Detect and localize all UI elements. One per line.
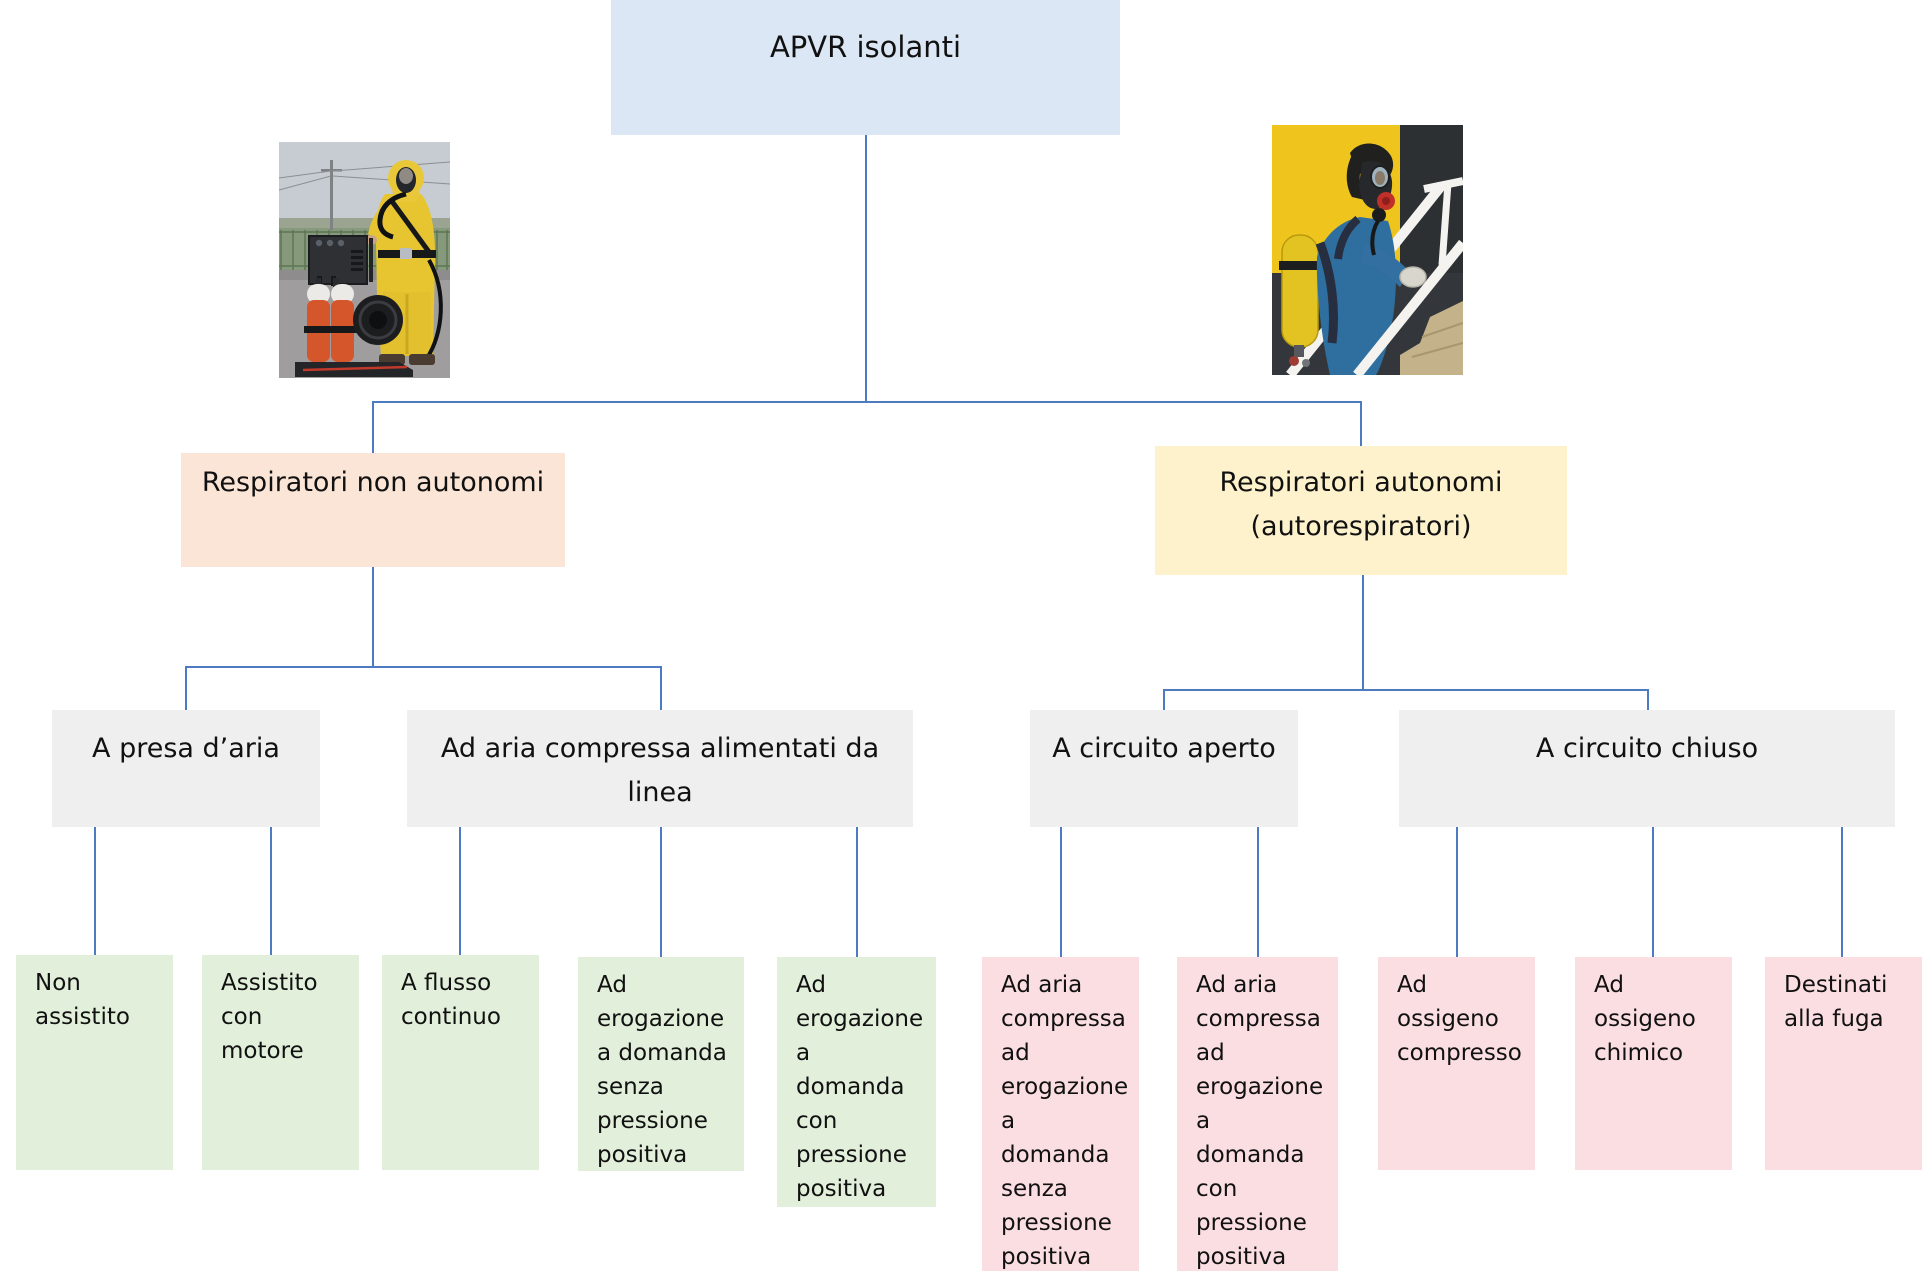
connector-leaf-4 bbox=[660, 827, 662, 957]
leaf-aria-compressa-domanda-con-pressione: Ad aria compressa ad erogazione a domand… bbox=[1177, 957, 1338, 1271]
connector-to-branch-right bbox=[1360, 401, 1362, 446]
connector-branch-right-down bbox=[1362, 575, 1364, 689]
leaf-erogazione-domanda-senza-pressione: Ad erogazione a domanda senza pressione … bbox=[578, 957, 744, 1171]
scba-worker-figure bbox=[1279, 143, 1427, 375]
root-node-apvr-isolanti: APVR isolanti bbox=[611, 0, 1120, 135]
worker-scba-climbing-stairs-photo bbox=[1272, 125, 1467, 379]
connector-root-down bbox=[865, 135, 867, 401]
connector-to-aperto bbox=[1163, 689, 1165, 710]
leaf-non-assistito: Non assistito bbox=[16, 955, 173, 1170]
airline-respirator-illustration bbox=[278, 142, 451, 378]
leaf-ossigeno-compresso: Ad ossigeno compresso bbox=[1378, 957, 1535, 1170]
connector-branch-left-down bbox=[372, 567, 374, 666]
hazmat-worker-figure bbox=[365, 160, 443, 365]
leaf-ossigeno-chimico: Ad ossigeno chimico bbox=[1575, 957, 1732, 1170]
branch-respiratori-autonomi: Respiratori autonomi (autorespiratori) bbox=[1155, 446, 1567, 575]
work-glove bbox=[1399, 266, 1427, 288]
subtype-circuito-chiuso: A circuito chiuso bbox=[1399, 710, 1895, 827]
leaf-aria-compressa-domanda-senza-pressione: Ad aria compressa ad erogazione a domand… bbox=[982, 957, 1139, 1271]
leaf-destinati-alla-fuga: Destinati alla fuga bbox=[1765, 957, 1922, 1170]
connector-to-chiuso bbox=[1647, 689, 1649, 710]
subtype-a-presa-daria: A presa d’aria bbox=[52, 710, 320, 827]
connector-leaf-7 bbox=[1257, 827, 1259, 957]
connector-leaf-10 bbox=[1841, 827, 1843, 957]
connector-to-branch-left bbox=[372, 401, 374, 453]
subtype-circuito-aperto: A circuito aperto bbox=[1030, 710, 1298, 827]
connector-leaf-3 bbox=[459, 827, 461, 955]
subtype-aria-compressa-da-linea: Ad aria compressa alimentati da linea bbox=[407, 710, 913, 827]
scba-illustration bbox=[1272, 125, 1467, 379]
connector-leaf-5 bbox=[856, 827, 858, 957]
connector-level1-horizontal bbox=[372, 401, 1362, 403]
leaf-a-flusso-continuo: A flusso continuo bbox=[382, 955, 539, 1170]
connector-left-horizontal bbox=[185, 666, 662, 668]
branch-respiratori-non-autonomi: Respiratori non autonomi bbox=[181, 453, 565, 567]
leaf-assistito-con-motore: Assistito con motore bbox=[202, 955, 359, 1170]
front-railing bbox=[1353, 239, 1467, 379]
connector-leaf-6 bbox=[1060, 827, 1062, 957]
connector-leaf-8 bbox=[1456, 827, 1458, 957]
connector-leaf-2 bbox=[270, 827, 272, 955]
air-supply-cart bbox=[295, 235, 413, 377]
air-cylinder bbox=[1281, 234, 1319, 348]
connector-to-presa bbox=[185, 666, 187, 710]
leaf-erogazione-domanda-con-pressione: Ad erogazione a domanda con pressione po… bbox=[777, 957, 936, 1207]
connector-to-linea bbox=[660, 666, 662, 710]
worker-yellow-suit-airline-respirator-photo bbox=[278, 142, 451, 378]
connector-leaf-9 bbox=[1652, 827, 1654, 957]
connector-leaf-1 bbox=[94, 827, 96, 955]
connector-right-horizontal bbox=[1163, 689, 1649, 691]
